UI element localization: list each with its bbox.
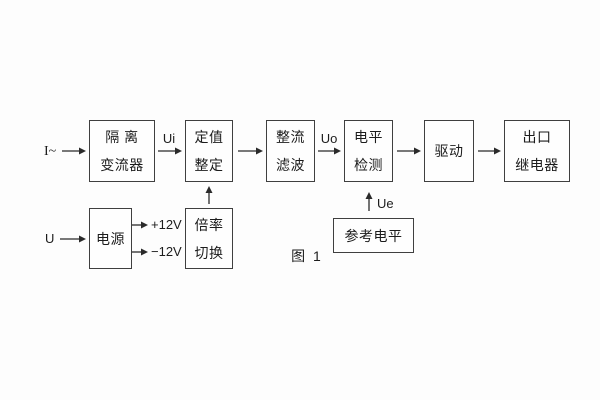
- input-current-label: I~: [44, 144, 57, 159]
- block-drive: 驱动: [424, 120, 474, 182]
- block-level-detection: 电平 检测: [344, 120, 393, 182]
- block-label: 整流: [276, 129, 305, 145]
- block-label: 电源: [96, 230, 125, 247]
- arrow-rectifier-to-level: [318, 147, 341, 155]
- block-label: 继电器: [515, 157, 559, 173]
- arrow-input-voltage: [60, 235, 86, 243]
- arrow-power-plus12: [132, 221, 148, 229]
- block-label: 滤波: [276, 157, 305, 173]
- arrow-reference-ue: [365, 192, 373, 211]
- signal-ui-label: Ui: [162, 131, 176, 146]
- signal-ue-label: Ue: [377, 196, 394, 211]
- arrow-level-to-drive: [397, 147, 421, 155]
- block-label: 参考电平: [344, 227, 403, 244]
- block-power-supply: 电源: [89, 208, 132, 269]
- block-label: 切换: [194, 244, 224, 261]
- block-label: 整定: [194, 157, 224, 173]
- block-rate-switch: 倍率 切换: [185, 208, 233, 269]
- arrow-drive-to-relay: [478, 147, 501, 155]
- input-voltage-label: U: [45, 231, 55, 246]
- block-label: 出口: [522, 129, 552, 145]
- block-label: 检测: [354, 157, 383, 173]
- signal-uo-label: Uo: [320, 131, 338, 146]
- block-label: 驱动: [434, 143, 464, 159]
- arrow-power-minus12: [132, 248, 148, 256]
- arrow-rate-to-setpoint: [205, 186, 213, 204]
- signal-plus12-label: +12V: [151, 217, 182, 232]
- figure-caption: 图 1: [291, 248, 323, 264]
- arrow-isolation-to-setpoint: [158, 147, 182, 155]
- block-reference-level: 参考电平: [333, 218, 414, 253]
- block-output-relay: 出口 继电器: [504, 120, 570, 182]
- signal-minus12-label: −12V: [151, 244, 182, 259]
- block-label: 隔 离: [105, 129, 139, 145]
- block-isolation-transformer: 隔 离 变流器: [89, 120, 155, 182]
- block-rectifier-filter: 整流 滤波: [266, 120, 315, 182]
- block-label: 倍率: [194, 216, 224, 233]
- arrow-setpoint-to-rectifier: [238, 147, 263, 155]
- block-setpoint-setting: 定值 整定: [185, 120, 233, 182]
- block-label: 电平: [354, 129, 383, 145]
- block-label: 定值: [194, 129, 224, 145]
- block-label: 变流器: [100, 157, 144, 173]
- arrow-input-current: [62, 147, 86, 155]
